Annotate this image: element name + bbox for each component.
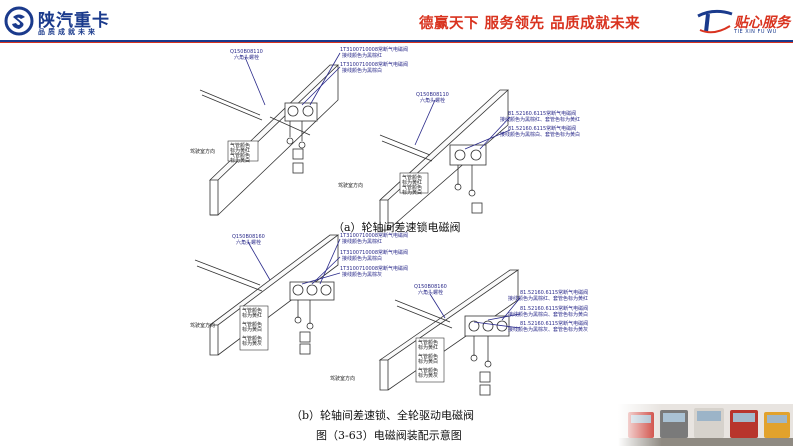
diagram-a-drawing: Q150B08110 六角头螺栓 1T3100710008常断气电磁阀 接线颜色…: [190, 46, 580, 231]
page-header: 陕汽重卡 品质成就未来 德赢天下 服务领先 品质成就未来 贴心服务 TIE XI…: [0, 0, 793, 40]
label-b-hose6a: 气管颜色: [418, 367, 438, 374]
service-label: 贴心服务: [734, 15, 790, 31]
shacman-emblem-icon: [4, 6, 34, 36]
company-name: 陕汽重卡: [38, 11, 110, 31]
truck-photo-strip: [618, 404, 793, 446]
label-b-valve1-part: 1T3100710008常断气电磁阀: [340, 232, 408, 239]
label-b-bolt-part: Q150B08160: [232, 234, 265, 240]
label-b-bolt2-desc: 六角头螺栓: [418, 289, 443, 296]
header-divider-accent: [0, 42, 793, 43]
figure-caption: 图（3-63）电磁阀装配示意图: [316, 429, 462, 442]
diagram-b-drawing: Q150B08160 六角头螺栓 1T3100710008常断气电磁阀 接线颜色…: [190, 232, 588, 396]
label-b-valve5-wire: 接线颜色为黑棕白、套管色标为黄白: [508, 311, 588, 318]
company-tagline: 品质成就未来: [38, 28, 98, 36]
label-b-cab-direction-2: 驾驶室方向: [330, 375, 355, 382]
label-b-valve2-wire: 接线颜色为黑棕白: [342, 255, 382, 262]
label-a-hose4a: 气管颜色: [402, 184, 422, 191]
label-b-valve3-part: 1T3100710008常断气电磁阀: [340, 265, 408, 272]
service-logo: 贴心服务 TIE XIN FU WU: [694, 6, 790, 36]
label-b-bolt2-part: Q150B08160: [414, 284, 447, 290]
label-a-hose3a: 气管颜色: [402, 174, 422, 181]
label-a-valve1-part: 1T3100710008常断气电磁阀: [340, 46, 408, 53]
label-b-hose4a: 气管颜色: [418, 339, 438, 346]
label-a-cab-direction-1: 驾驶室方向: [190, 148, 215, 155]
label-b-hose2a: 气管颜色: [242, 321, 262, 328]
caption-b: （b）轮轴间差速锁、全轮驱动电磁阀: [291, 409, 475, 422]
label-a-bolt2-desc: 六角头螺栓: [420, 97, 445, 104]
label-a-valve4-wire: 接线颜色为黑棕白、套管色标为黄白: [500, 131, 580, 138]
label-a-valve3-part: 81.52160.6115常断气电磁阀: [508, 110, 576, 117]
label-a-bolt-desc: 六角头螺栓: [234, 54, 259, 61]
label-a-hose2a: 气管颜色: [230, 152, 250, 159]
service-pinyin: TIE XIN FU WU: [734, 29, 777, 35]
service-swoosh-icon: [697, 9, 733, 34]
label-a-valve4-part: 81.52160.6115常断气电磁阀: [508, 125, 576, 132]
label-b-hose1a: 气管颜色: [242, 307, 262, 314]
label-b-valve6-wire: 接线颜色为黑棕灰、套管色标为黄灰: [508, 326, 588, 333]
label-a-valve2-part: 1T3100710008常断气电磁阀: [340, 61, 408, 68]
label-b-hose4b: 标为黄红: [418, 344, 438, 351]
label-b-valve2-part: 1T3100710008常断气电磁阀: [340, 249, 408, 256]
brand-logo: 陕汽重卡 品质成就未来: [4, 6, 174, 36]
label-b-valve4-wire: 接线颜色为黑棕红、套管色标为黄红: [508, 295, 588, 302]
label-b-valve6-part: 81.52160.6115常断气电磁阀: [520, 320, 588, 327]
label-b-hose5a: 气管颜色: [418, 353, 438, 360]
label-a-valve2-wire: 接线颜色为黑棕白: [342, 67, 382, 74]
label-a-bolt2-part: Q150B08110: [416, 92, 449, 98]
label-a-valve3-wire: 接线颜色为黑棕红、套管色标为黄红: [500, 116, 580, 123]
label-b-valve1-wire: 接线颜色为黑棕红: [342, 238, 382, 245]
label-a-hose4b: 标为黄白: [402, 189, 422, 196]
label-a-hose1b: 标为黄红: [230, 147, 250, 154]
label-a-cab-direction-2: 驾驶室方向: [338, 182, 363, 189]
label-a-valve1-wire: 接线颜色为黑棕红: [342, 52, 382, 59]
label-a-hose2b: 标为黄白: [230, 157, 250, 164]
label-b-hose1b: 标为黄红: [242, 312, 262, 319]
label-a-bolt-part: Q150B08110: [230, 49, 263, 55]
label-b-hose6b: 标为黄灰: [418, 372, 438, 379]
label-b-valve5-part: 81.52160.6115常断气电磁阀: [520, 305, 588, 312]
label-b-valve3-wire: 接线颜色为黑棕灰: [342, 271, 382, 278]
label-b-cab-direction-1: 驾驶室方向: [190, 322, 215, 329]
label-b-hose5b: 标为黄白: [418, 358, 438, 365]
header-divider: [0, 40, 793, 42]
label-b-hose3b: 标为黄灰: [242, 340, 262, 347]
header-slogan: 德赢天下 服务领先 品质成就未来: [419, 16, 641, 32]
label-b-valve4-part: 81.52160.6115常断气电磁阀: [520, 289, 588, 296]
caption-a: （a）轮轴间差速锁电磁阀: [333, 221, 461, 234]
label-a-hose1a: 气管颜色: [230, 142, 250, 149]
label-b-hose3a: 气管颜色: [242, 335, 262, 342]
label-b-bolt-desc: 六角头螺栓: [236, 239, 261, 246]
label-b-hose2b: 标为黄白: [242, 326, 262, 333]
label-a-hose3b: 标为黄红: [402, 179, 422, 186]
